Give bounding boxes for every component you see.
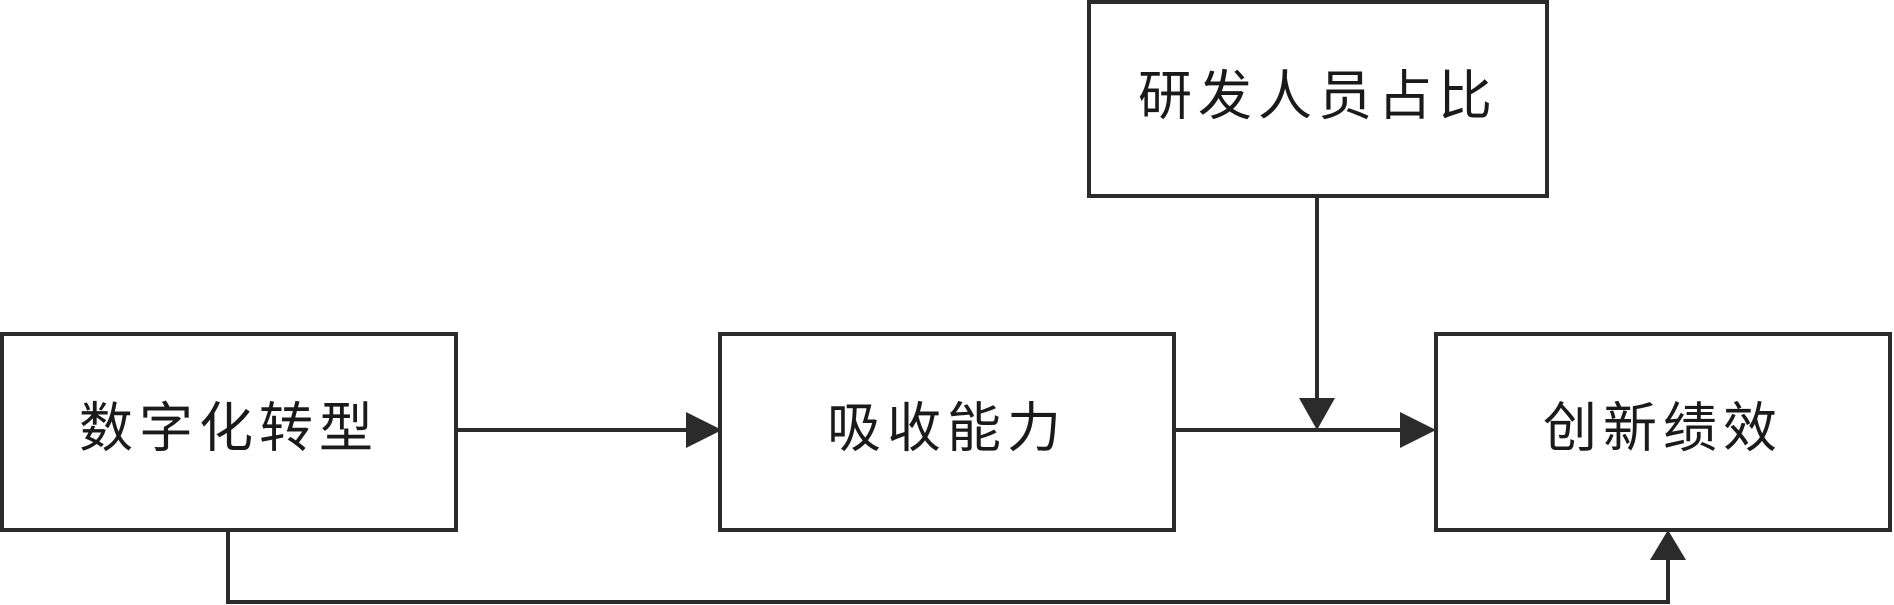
node-label: 数字化转型 [79,397,379,460]
node-label: 吸收能力 [827,397,1067,460]
node-label: 创新绩效 [1543,397,1783,460]
node-innovation-performance: 创新绩效 [1434,332,1892,532]
arrow-head-right [1400,412,1436,448]
edge-digital-to-innovation [226,530,1686,604]
arrow-head-up [1650,530,1686,560]
edge-digital-to-absorptive [456,412,722,448]
node-digital-transformation: 数字化转型 [0,332,458,532]
node-absorptive-capacity: 吸收能力 [718,332,1176,532]
arrow-head-down [1299,398,1335,430]
edge-absorptive-to-innovation [1174,412,1436,448]
arrow-head-right [686,412,722,448]
node-label: 研发人员占比 [1138,65,1498,128]
node-rd-personnel-ratio: 研发人员占比 [1087,0,1549,198]
edge-rd-moderation [1299,196,1335,430]
